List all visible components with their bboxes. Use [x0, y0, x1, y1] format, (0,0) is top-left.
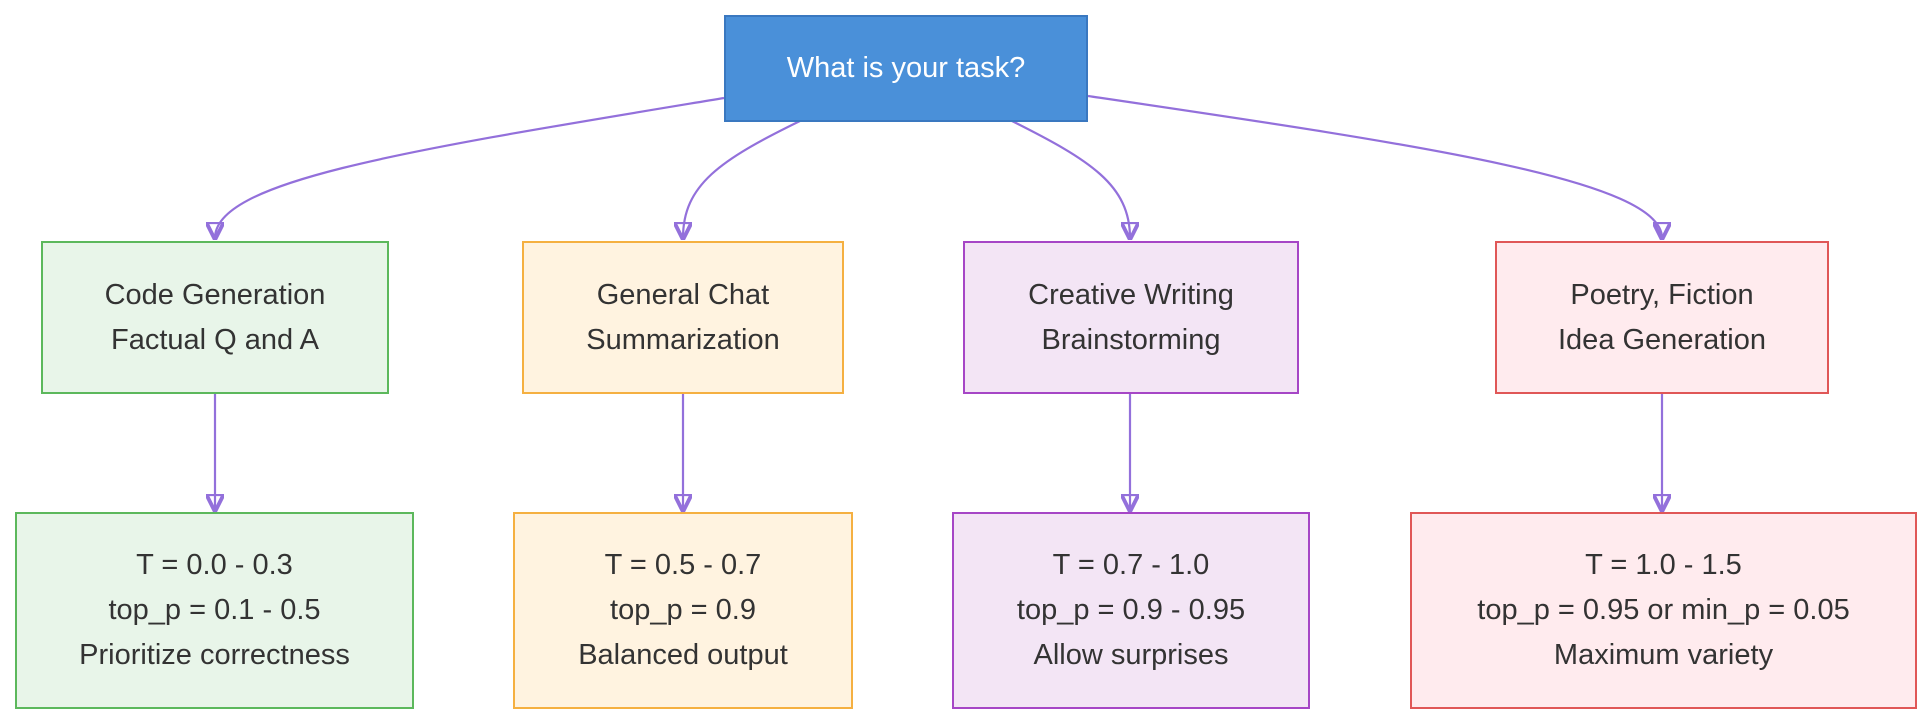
setting-description: Balanced output: [578, 639, 788, 671]
category-line1: Creative Writing: [1028, 278, 1234, 311]
temperature-setting: T = 0.5 - 0.7: [604, 549, 762, 581]
root-question-text: What is your task?: [786, 52, 1026, 84]
settings-node-code: T = 0.0 - 0.3 top_p = 0.1 - 0.5 Prioriti…: [15, 512, 414, 709]
temperature-setting: T = 1.0 - 1.5: [1585, 549, 1742, 581]
sampling-setting: top_p = 0.95 or min_p = 0.05: [1477, 594, 1850, 626]
setting-description: Prioritize correctness: [79, 639, 350, 671]
settings-node-creative: T = 0.7 - 1.0 top_p = 0.9 - 0.95 Allow s…: [952, 512, 1310, 709]
category-node-poetry: Poetry, Fiction Idea Generation: [1495, 241, 1829, 394]
category-line2: Idea Generation: [1558, 323, 1766, 356]
category-line1: Code Generation: [104, 278, 326, 311]
sampling-setting: top_p = 0.9 - 0.95: [1016, 594, 1246, 626]
edge-root-to-code: [215, 96, 725, 238]
temperature-setting: T = 0.7 - 1.0: [1052, 549, 1210, 581]
settings-node-poetry: T = 1.0 - 1.5 top_p = 0.95 or min_p = 0.…: [1410, 512, 1917, 709]
edge-root-to-poetry: [1087, 94, 1662, 238]
category-node-chat: General Chat Summarization: [522, 241, 844, 394]
category-line1: General Chat: [596, 278, 770, 311]
setting-description: Maximum variety: [1553, 639, 1774, 671]
settings-node-chat: T = 0.5 - 0.7 top_p = 0.9 Balanced outpu…: [513, 512, 853, 709]
sampling-setting: top_p = 0.1 - 0.5: [108, 594, 321, 626]
category-node-creative: Creative Writing Brainstorming: [963, 241, 1299, 394]
category-line2: Summarization: [586, 323, 780, 356]
root-question-node: What is your task?: [724, 15, 1088, 122]
category-line2: Brainstorming: [1041, 323, 1221, 356]
category-line1: Poetry, Fiction: [1570, 278, 1754, 311]
edge-root-to-creative: [1011, 120, 1130, 238]
category-node-code: Code Generation Factual Q and A: [41, 241, 389, 394]
temperature-setting: T = 0.0 - 0.3: [136, 549, 293, 581]
sampling-setting: top_p = 0.9: [610, 594, 756, 626]
setting-description: Allow surprises: [1033, 639, 1229, 671]
edge-root-to-chat: [683, 120, 801, 238]
category-line2: Factual Q and A: [111, 323, 319, 356]
